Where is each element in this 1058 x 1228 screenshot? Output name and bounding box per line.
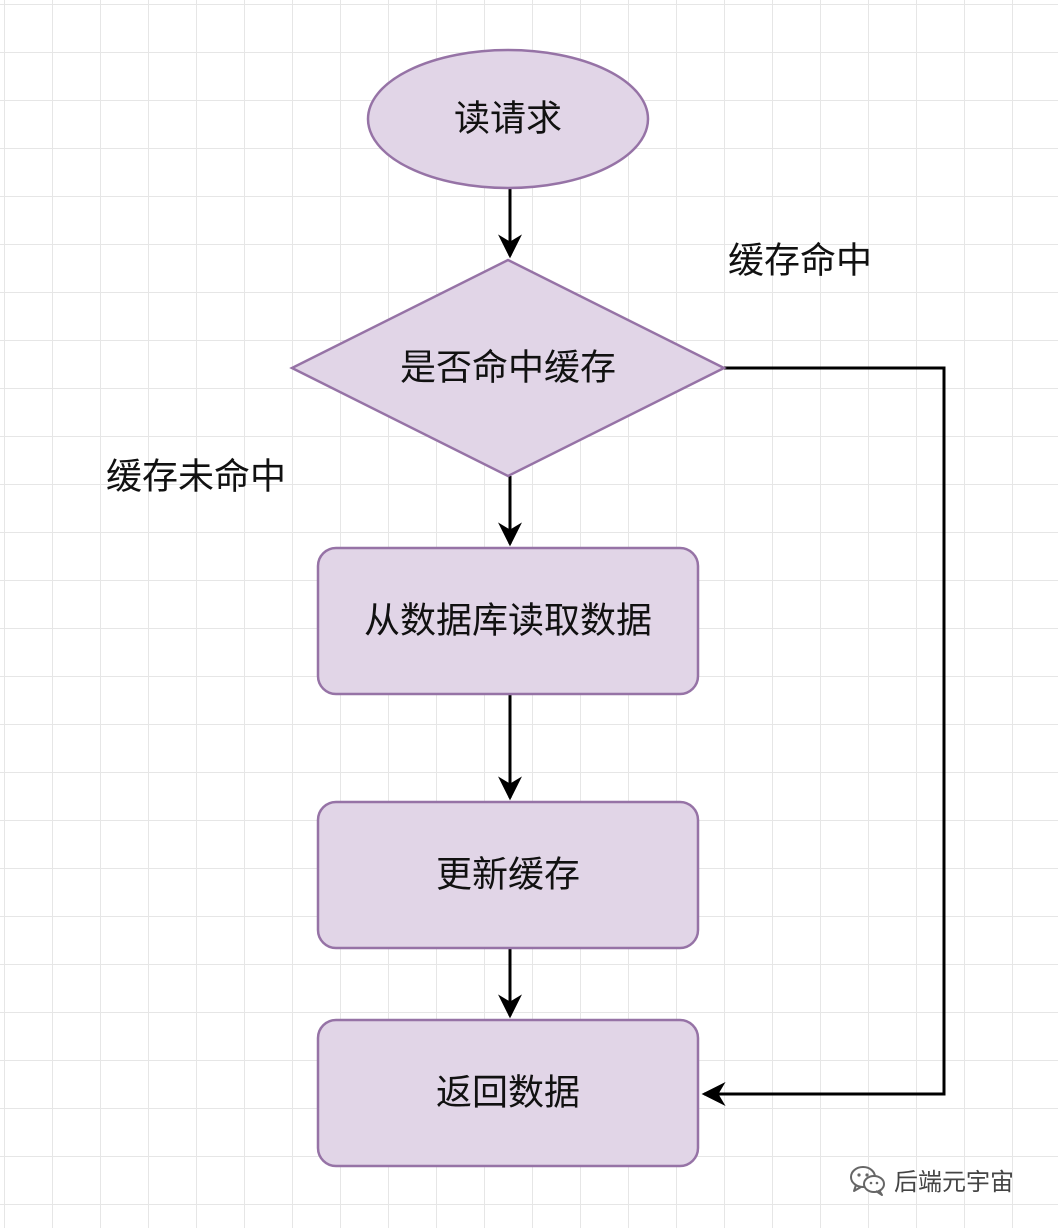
node-return-data: 返回数据: [316, 1018, 700, 1168]
node-read-db: 从数据库读取数据: [316, 546, 700, 696]
start-ellipse: [366, 48, 650, 190]
edge-decision-to-return-data: [701, 366, 946, 1106]
watermark-text: 后端元宇宙: [894, 1168, 1014, 1196]
wechat-icon: [848, 1163, 888, 1197]
update-cache-box: [316, 800, 700, 950]
node-update-cache: 更新缓存: [316, 800, 700, 950]
edge-label-cache-miss: 缓存未命中: [106, 457, 286, 498]
decision-diamond: [289, 258, 727, 478]
edge-label-cache-hit: 缓存命中: [728, 241, 872, 282]
read-db-box: [316, 546, 700, 696]
node-decision: 是否命中缓存: [289, 258, 727, 478]
read-db-label: 从数据库读取数据: [364, 601, 652, 642]
decision-label: 是否命中缓存: [400, 348, 616, 389]
node-start: 读请求: [366, 48, 650, 190]
watermark: 后端元宇宙: [848, 1162, 1014, 1197]
start-label: 读请求: [454, 99, 562, 140]
return-data-box: [316, 1018, 700, 1168]
return-data-label: 返回数据: [436, 1073, 580, 1114]
update-cache-label: 更新缓存: [436, 855, 580, 896]
